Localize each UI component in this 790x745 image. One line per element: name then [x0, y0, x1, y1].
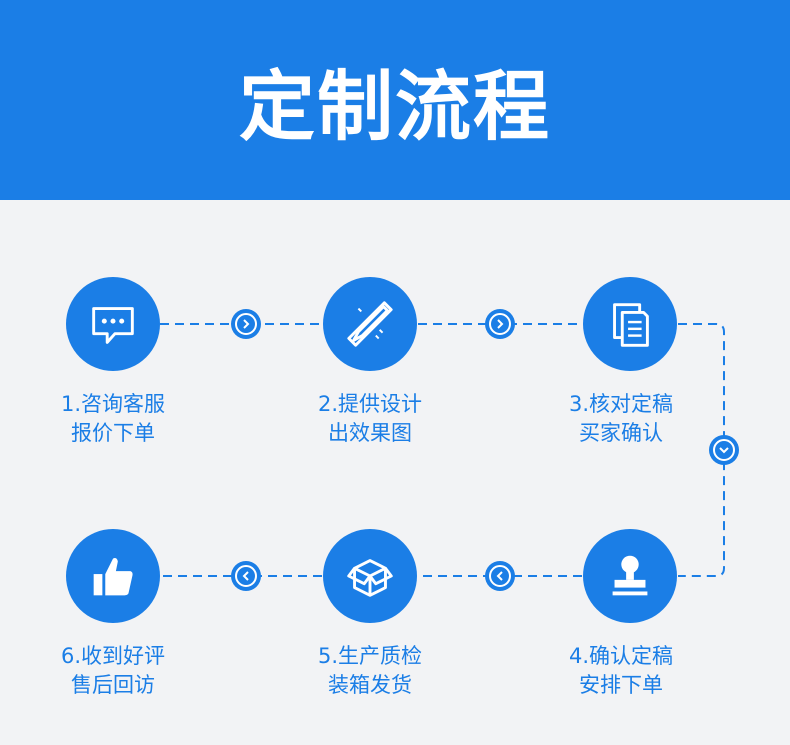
chevron-left-icon: [242, 571, 249, 581]
step-1-circle: [66, 277, 160, 371]
step-5-subtitle: 装箱发货: [328, 673, 412, 697]
chat-bubble-icon: [92, 307, 134, 344]
step-4-subtitle: 安排下单: [579, 673, 663, 697]
chevron-right-icon: [243, 319, 250, 329]
step-4-label: 4.确认定稿 安排下单: [536, 642, 706, 700]
step-2-title: 2.提供设计: [317, 392, 423, 416]
step-4-circle: [583, 529, 677, 623]
header-banner: 定制流程: [0, 0, 790, 200]
step-6-title: 6.收到好评: [60, 644, 166, 668]
step-1-label: 1.咨询客服 报价下单: [28, 390, 198, 448]
step-4-title: 4.确认定稿: [568, 644, 674, 668]
step-5-title: 5.生产质检: [317, 644, 423, 668]
step-1-subtitle: 报价下单: [71, 421, 155, 445]
thumbs-up-icon: [93, 558, 133, 596]
open-box-icon: [347, 559, 393, 597]
documents-icon: [613, 303, 649, 347]
arrow-left-1: [485, 561, 515, 591]
stamp-icon: [612, 555, 648, 596]
step-2-label: 2.提供设计 出效果图: [285, 390, 455, 448]
process-flow: 1.咨询客服 报价下单 2.提供设计 出效果图: [0, 200, 790, 745]
page-title: 定制流程: [239, 62, 551, 151]
arrow-left-2: [231, 561, 261, 591]
arrow-down: [709, 435, 739, 465]
step-6-label: 6.收到好评 售后回访: [28, 642, 198, 700]
chevron-right-icon: [497, 319, 504, 329]
step-2-circle: [323, 277, 417, 371]
arrow-right-2: [485, 309, 515, 339]
step-3-subtitle: 买家确认: [579, 421, 663, 445]
step-5-label: 5.生产质检 装箱发货: [285, 642, 455, 700]
chevron-left-icon: [496, 571, 503, 581]
step-6-circle: [66, 529, 160, 623]
pencil-ruler-icon: [347, 301, 393, 347]
step-3-label: 3.核对定稿 买家确认: [536, 390, 706, 448]
step-3-circle: [583, 277, 677, 371]
chevron-down-icon: [719, 447, 729, 454]
step-6-subtitle: 售后回访: [71, 673, 155, 697]
step-5-circle: [323, 529, 417, 623]
step-1-title: 1.咨询客服: [60, 392, 166, 416]
step-2-subtitle: 出效果图: [328, 421, 412, 445]
step-3-title: 3.核对定稿: [568, 392, 674, 416]
arrow-right-1: [231, 309, 261, 339]
